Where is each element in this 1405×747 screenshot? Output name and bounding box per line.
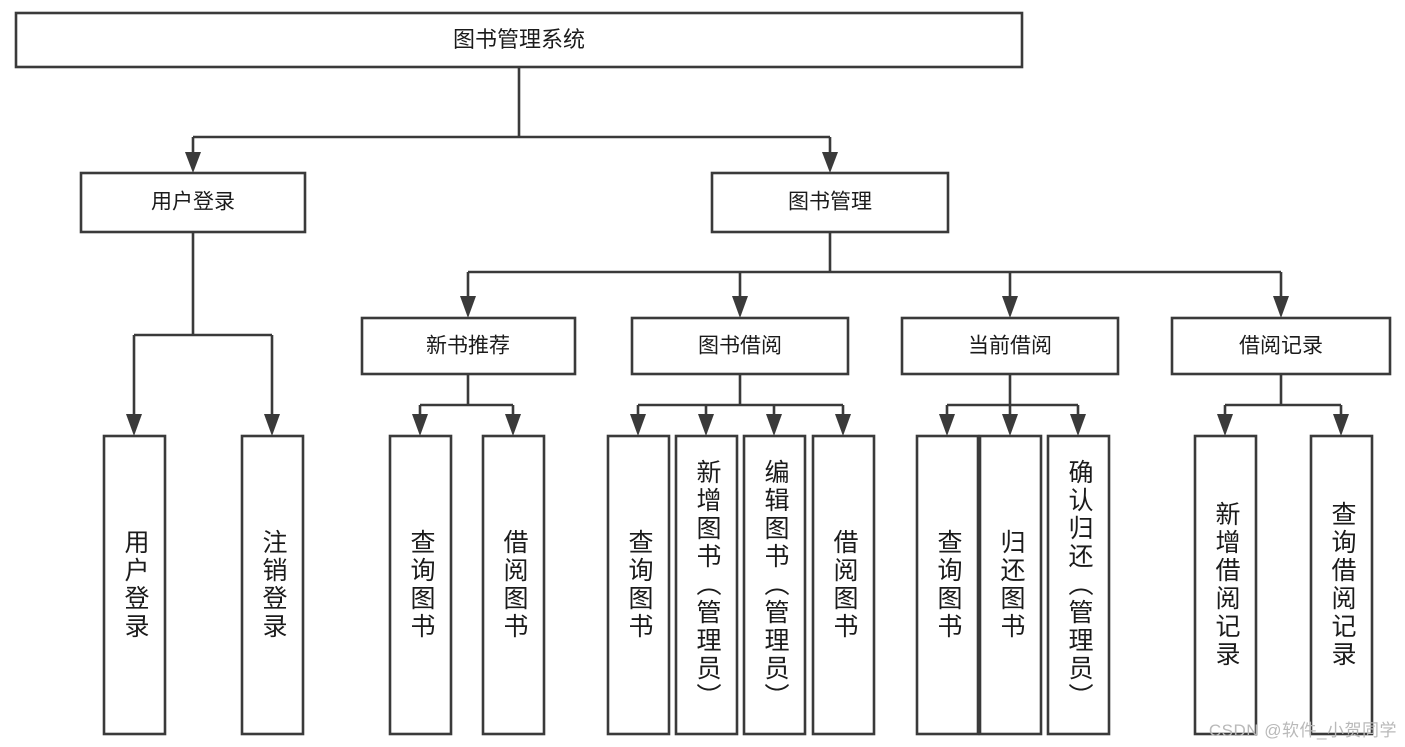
arrow-head-book-borrow-leaf-1 xyxy=(630,414,646,436)
leaf-box-borrow-record-query[interactable] xyxy=(1309,434,1374,736)
node-root-book-management-system[interactable] xyxy=(14,11,1024,69)
arrow-head-current-borrow-leaf-1 xyxy=(939,414,955,436)
arrow-head-book-borrow-leaf-4 xyxy=(835,414,851,436)
leaf-box-book-borrow-lend[interactable] xyxy=(811,434,876,736)
csdn-watermark: CSDN @软件_小贺同学 xyxy=(1208,721,1397,740)
leaf-box-book-borrow-query[interactable] xyxy=(606,434,671,736)
arrow-head-to-current-borrow xyxy=(1002,296,1018,318)
node-new-book-recommend[interactable] xyxy=(360,316,577,376)
node-current-borrow[interactable] xyxy=(900,316,1120,376)
arrow-head-user-login-leaf-2 xyxy=(264,414,280,436)
node-new-book-recommend-label: 新书推荐 xyxy=(426,335,510,358)
arrow-head-book-borrow-leaf-3 xyxy=(766,414,782,436)
leaf-box-new-book-borrow[interactable] xyxy=(481,434,546,736)
node-user-login[interactable] xyxy=(79,171,307,234)
node-borrow-record[interactable] xyxy=(1170,316,1392,376)
node-book-management[interactable] xyxy=(710,171,950,234)
node-user-login-label: 用户登录 xyxy=(151,191,235,214)
arrow-head-borrow-record-leaf-2 xyxy=(1333,414,1349,436)
leaf-box-current-borrow-return[interactable] xyxy=(978,434,1043,736)
node-root-label: 图书管理系统 xyxy=(453,27,585,52)
node-current-borrow-label: 当前借阅 xyxy=(968,335,1052,358)
leaf-box-current-borrow-confirm[interactable] xyxy=(1046,434,1111,736)
leaf-box-book-borrow-add[interactable] xyxy=(674,434,739,736)
arrow-head-current-borrow-leaf-3 xyxy=(1070,414,1086,436)
arrow-head-to-book-mgmt xyxy=(822,152,838,173)
arrow-head-book-borrow-leaf-2 xyxy=(698,414,714,436)
arrow-head-user-login-leaf-1 xyxy=(126,414,142,436)
node-borrow-record-label: 借阅记录 xyxy=(1239,335,1323,358)
leaf-box-current-borrow-query[interactable] xyxy=(915,434,980,736)
node-book-management-label: 图书管理 xyxy=(788,191,872,214)
arrow-head-to-borrow-record xyxy=(1273,296,1289,318)
leaf-box-new-book-query[interactable] xyxy=(388,434,453,736)
node-book-borrow[interactable] xyxy=(630,316,850,376)
arrow-head-current-borrow-leaf-2 xyxy=(1002,414,1018,436)
arrow-head-to-book-borrow xyxy=(732,296,748,318)
arrow-head-to-new-book xyxy=(460,296,476,318)
arrow-head-new-book-leaf-1 xyxy=(412,414,428,436)
arrow-head-to-user-login xyxy=(185,152,201,173)
leaf-box-user-login-login[interactable] xyxy=(102,434,167,736)
node-book-borrow-label: 图书借阅 xyxy=(698,335,782,358)
leaf-box-user-login-logout[interactable] xyxy=(240,434,305,736)
leaf-box-borrow-record-add[interactable] xyxy=(1193,434,1258,736)
arrow-head-borrow-record-leaf-1 xyxy=(1217,414,1233,436)
arrow-head-new-book-leaf-2 xyxy=(505,414,521,436)
leaf-box-book-borrow-edit[interactable] xyxy=(742,434,807,736)
